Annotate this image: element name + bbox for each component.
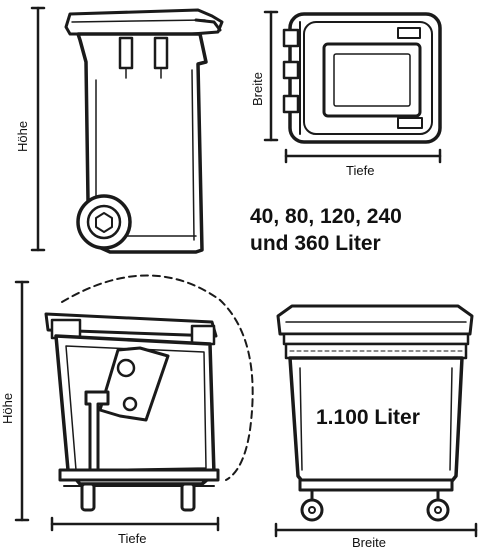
large-container-depth-label: Tiefe	[118, 531, 146, 546]
large-container-capacity-label: 1.100 Liter	[316, 406, 420, 429]
small-bin-width-label: Breite	[250, 72, 265, 106]
large-container-front-view: Breite	[274, 304, 478, 549]
large-container-height-label: Höhe	[0, 393, 15, 424]
small-bin-side-view: Höhe	[15, 6, 224, 254]
large-container-wheel-right	[426, 488, 450, 522]
large-container-width-dimension	[274, 522, 478, 538]
large-container-height-dimension	[14, 280, 30, 522]
large-container-side-view: Höhe Tiefe	[0, 274, 254, 546]
small-bin-depth-dimension	[284, 148, 442, 164]
small-bin-width-dimension	[263, 10, 279, 142]
small-bin-top-view: Breite Tiefe	[250, 10, 442, 178]
large-container-width-label: Breite	[352, 535, 386, 549]
large-container-depth-dimension	[50, 516, 220, 532]
small-bin-capacities-line-2: und 360 Liter	[250, 232, 381, 255]
small-bin-capacities-line-1: 40, 80, 120, 240	[250, 205, 402, 228]
large-container-wheel-left	[300, 488, 324, 522]
small-bin-height-label: Höhe	[15, 121, 30, 152]
small-bin-depth-label: Tiefe	[346, 163, 374, 178]
small-bin-height-dimension	[30, 6, 46, 252]
